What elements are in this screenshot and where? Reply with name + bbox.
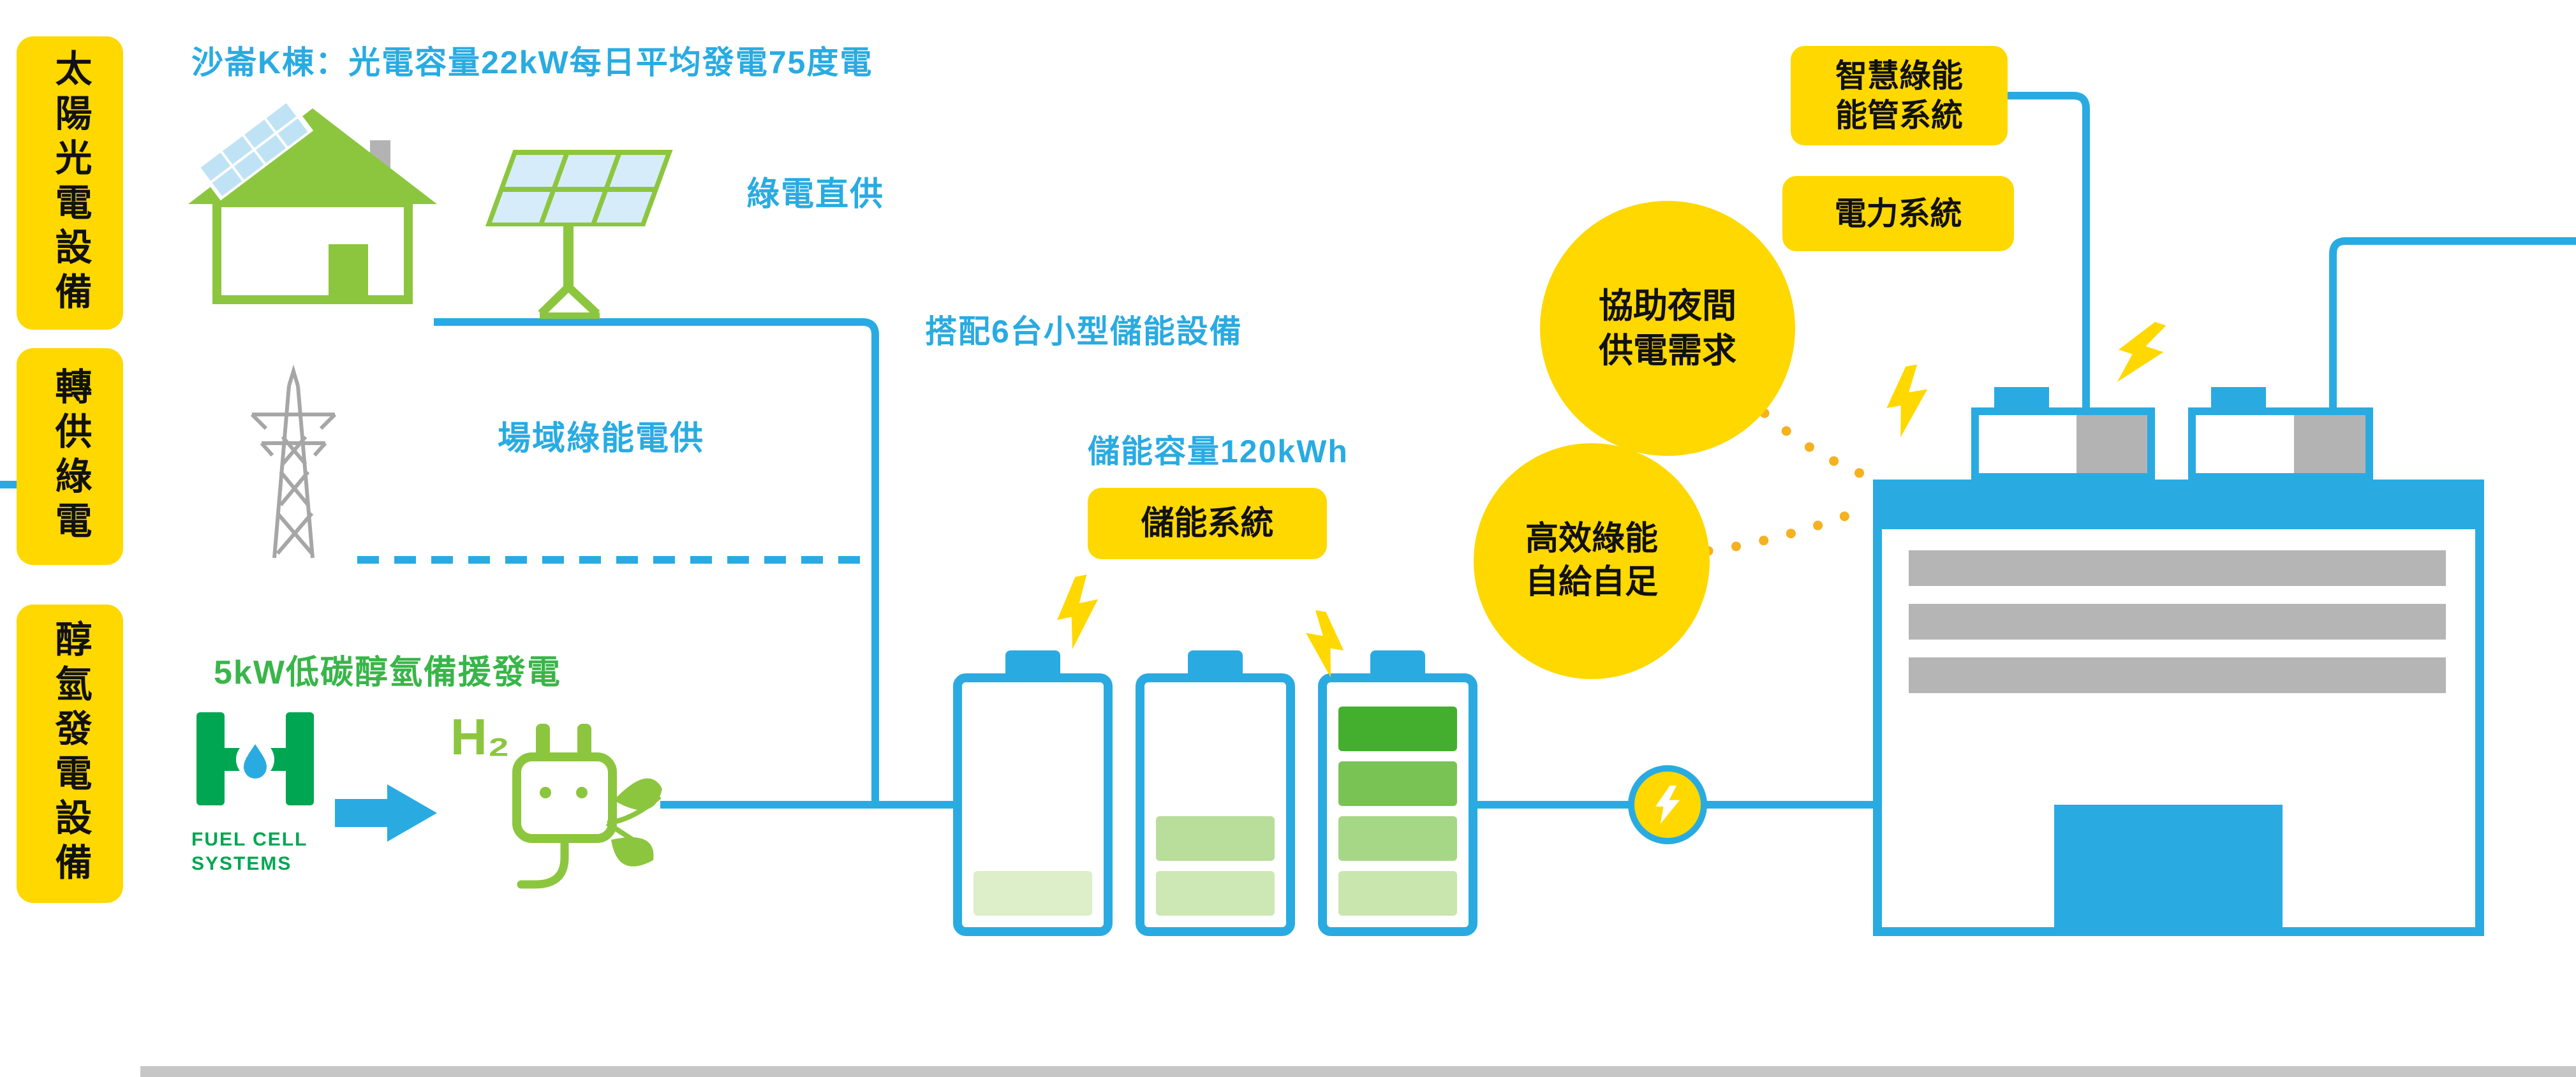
battery-charge-bar [973,871,1092,916]
benefit-self-line2: 自給自足 [1525,564,1658,601]
sidebar-item-solar-pv: 太陽光電設備 [17,36,123,330]
hydrogen-note: 5kW低碳醇氫備援發電 [214,654,561,691]
benefit-circle-self-sufficiency: 高效綠能 自給自足 [1474,443,1710,679]
storage-system-badge: 儲能系統 [1088,488,1327,559]
power-badge-label: 電力系統 [1834,195,1962,231]
battery-charge-bar [1338,816,1457,861]
site-supply-label: 場域綠能電供 [498,420,705,457]
ems-badge-line2: 能管系統 [1835,98,1963,133]
building-top-band [1873,480,2484,529]
rooftop-unit-1 [1971,387,2155,481]
battery-charge-bar [1156,871,1275,916]
h2-plug-icon: H₂ [450,708,662,889]
building-door [2054,805,2283,927]
sidebar-item-label: 太陽光電設備 [49,49,91,317]
line-solar-to-storage [434,318,879,805]
rooftop-unit-gray-panel [2076,415,2147,473]
power-system-badge: 電力系統 [1782,176,2014,251]
battery-charge-bar [1338,761,1457,806]
battery-charge-bar [1338,871,1457,916]
dotted-link-night [1759,408,1868,480]
solar-panel-icon [485,150,673,319]
ems-badge-line1: 智慧綠能 [1835,57,1963,94]
storage-system-badge-label: 儲能系統 [1141,504,1274,542]
direct-supply-label: 綠電直供 [746,176,885,213]
battery-charge-bar [1156,816,1275,861]
line-ems-to-building [2008,92,2090,411]
rooftop-unit-2 [2188,387,2373,481]
rooftop-unit-cap [1994,387,2049,409]
h2-label: H₂ [450,708,510,765]
transmission-tower-icon [250,364,337,559]
fuel-cell-logo-icon [196,712,314,805]
battery-2 [1136,673,1295,936]
storage-pairing-note: 搭配6台小型儲能設備 [925,314,1243,349]
benefit-self-line1: 高效綠能 [1525,520,1658,558]
fuel-cell-text-line2: SYSTEMS [191,853,292,874]
arrow-right-icon [335,784,437,842]
line-power-to-building [2329,237,2576,411]
dotted-link-self [1703,506,1863,556]
building-window-stripe [1909,604,2446,640]
fuel-cell-text-line1: FUEL CELL [191,829,308,850]
storage-capacity-note: 儲能容量120kWh [1088,434,1349,469]
battery-charge-bar [1338,707,1457,751]
rooftop-unit-cap [2211,387,2266,409]
fuel-cell-logo-text: FUEL CELL SYSTEMS [191,828,307,876]
building-window-stripe [1909,657,2446,693]
solar-house-icon [188,97,437,304]
battery-3 [1318,673,1477,936]
sidebar-item-label: 轉供綠電 [49,367,91,546]
benefit-circle-night-supply: 協助夜間 供電需求 [1540,201,1795,456]
bottom-edge-bar [140,1066,2576,1077]
sidebar-item-label: 醇氫發電設備 [49,620,91,888]
sidebar-item-green-transfer: 轉供綠電 [17,348,123,565]
ems-system-badge: 智慧綠能 能管系統 [1791,46,2008,145]
sidebar-item-methanol-hydrogen: 醇氫發電設備 [17,604,123,903]
rooftop-unit-gray-panel [2294,415,2365,473]
building-window-stripe [1909,550,2446,586]
page-title: 沙崙K棟：光電容量22kW每日平均發電75度電 [191,45,873,80]
benefit-night-line2: 供電需求 [1599,332,1736,370]
benefit-night-line1: 協助夜間 [1599,286,1736,325]
power-flow-icon [1628,765,1707,844]
battery-1 [953,673,1113,936]
